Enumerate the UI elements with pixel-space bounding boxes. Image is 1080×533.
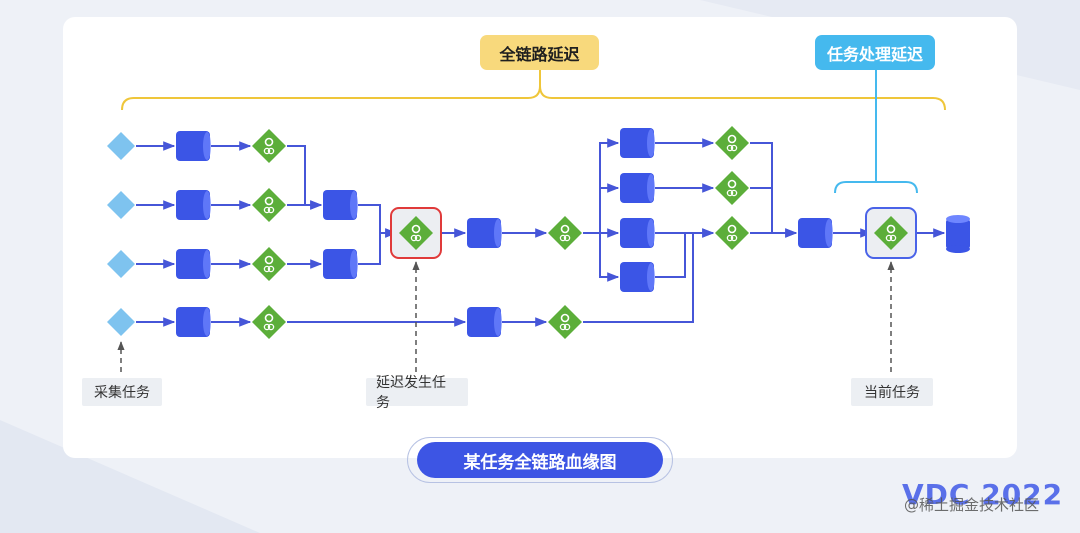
current-task-node (874, 216, 908, 250)
task-node (252, 188, 286, 222)
source-node (107, 191, 135, 219)
table-node (176, 131, 211, 161)
lineage-nodes (107, 126, 970, 339)
table-node (176, 249, 211, 279)
vdc-logo: VDC 2022 (902, 478, 1064, 511)
table-node (176, 190, 211, 220)
task-node (715, 126, 749, 160)
source-node (107, 132, 135, 160)
task-node (252, 305, 286, 339)
table-node (176, 307, 211, 337)
full-chain-bracket (121, 85, 946, 111)
task-node (252, 247, 286, 281)
task-node (548, 305, 582, 339)
table-node (323, 249, 358, 279)
table-node (620, 173, 655, 203)
output-table-node (946, 215, 970, 253)
collect-task-label: 采集任务 (82, 378, 162, 406)
table-node (798, 218, 833, 248)
table-node (620, 128, 655, 158)
table-node (620, 218, 655, 248)
task-processing-latency-label: 任务处理延迟 (815, 35, 935, 70)
task-node (715, 216, 749, 250)
diagram-title: 某任务全链路血缘图 (417, 442, 663, 478)
table-node (323, 190, 358, 220)
full-chain-latency-label: 全链路延迟 (480, 35, 599, 70)
title-frame (407, 437, 673, 483)
current-task-label: 当前任务 (851, 378, 933, 406)
task-node (252, 129, 286, 163)
delay-origin-task-label: 延迟发生任务 (366, 375, 468, 411)
source-node (107, 250, 135, 278)
task-node (715, 171, 749, 205)
delay-origin-task-node (399, 216, 433, 250)
table-node (620, 262, 655, 292)
table-node (467, 307, 502, 337)
watermark: @稀土掘金技术社区 (904, 496, 1040, 514)
task-processing-bracket (834, 181, 918, 194)
task-node (548, 216, 582, 250)
table-node (467, 218, 502, 248)
source-node (107, 308, 135, 336)
